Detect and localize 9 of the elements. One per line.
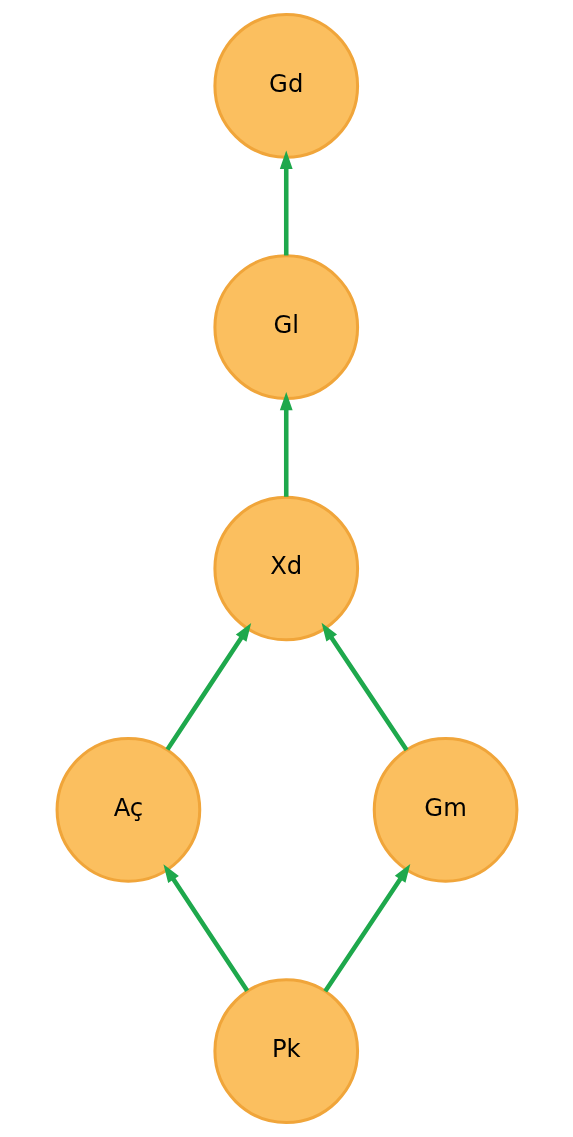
arrow xyxy=(321,622,408,752)
arrow xyxy=(279,150,293,256)
arrow xyxy=(279,391,293,497)
node-circle: Gd xyxy=(212,13,359,159)
node-circle: Pk xyxy=(212,978,359,1124)
arrow xyxy=(162,864,249,992)
arrow xyxy=(322,864,410,993)
arrow xyxy=(165,622,251,751)
node-circle: Gl xyxy=(212,254,359,401)
